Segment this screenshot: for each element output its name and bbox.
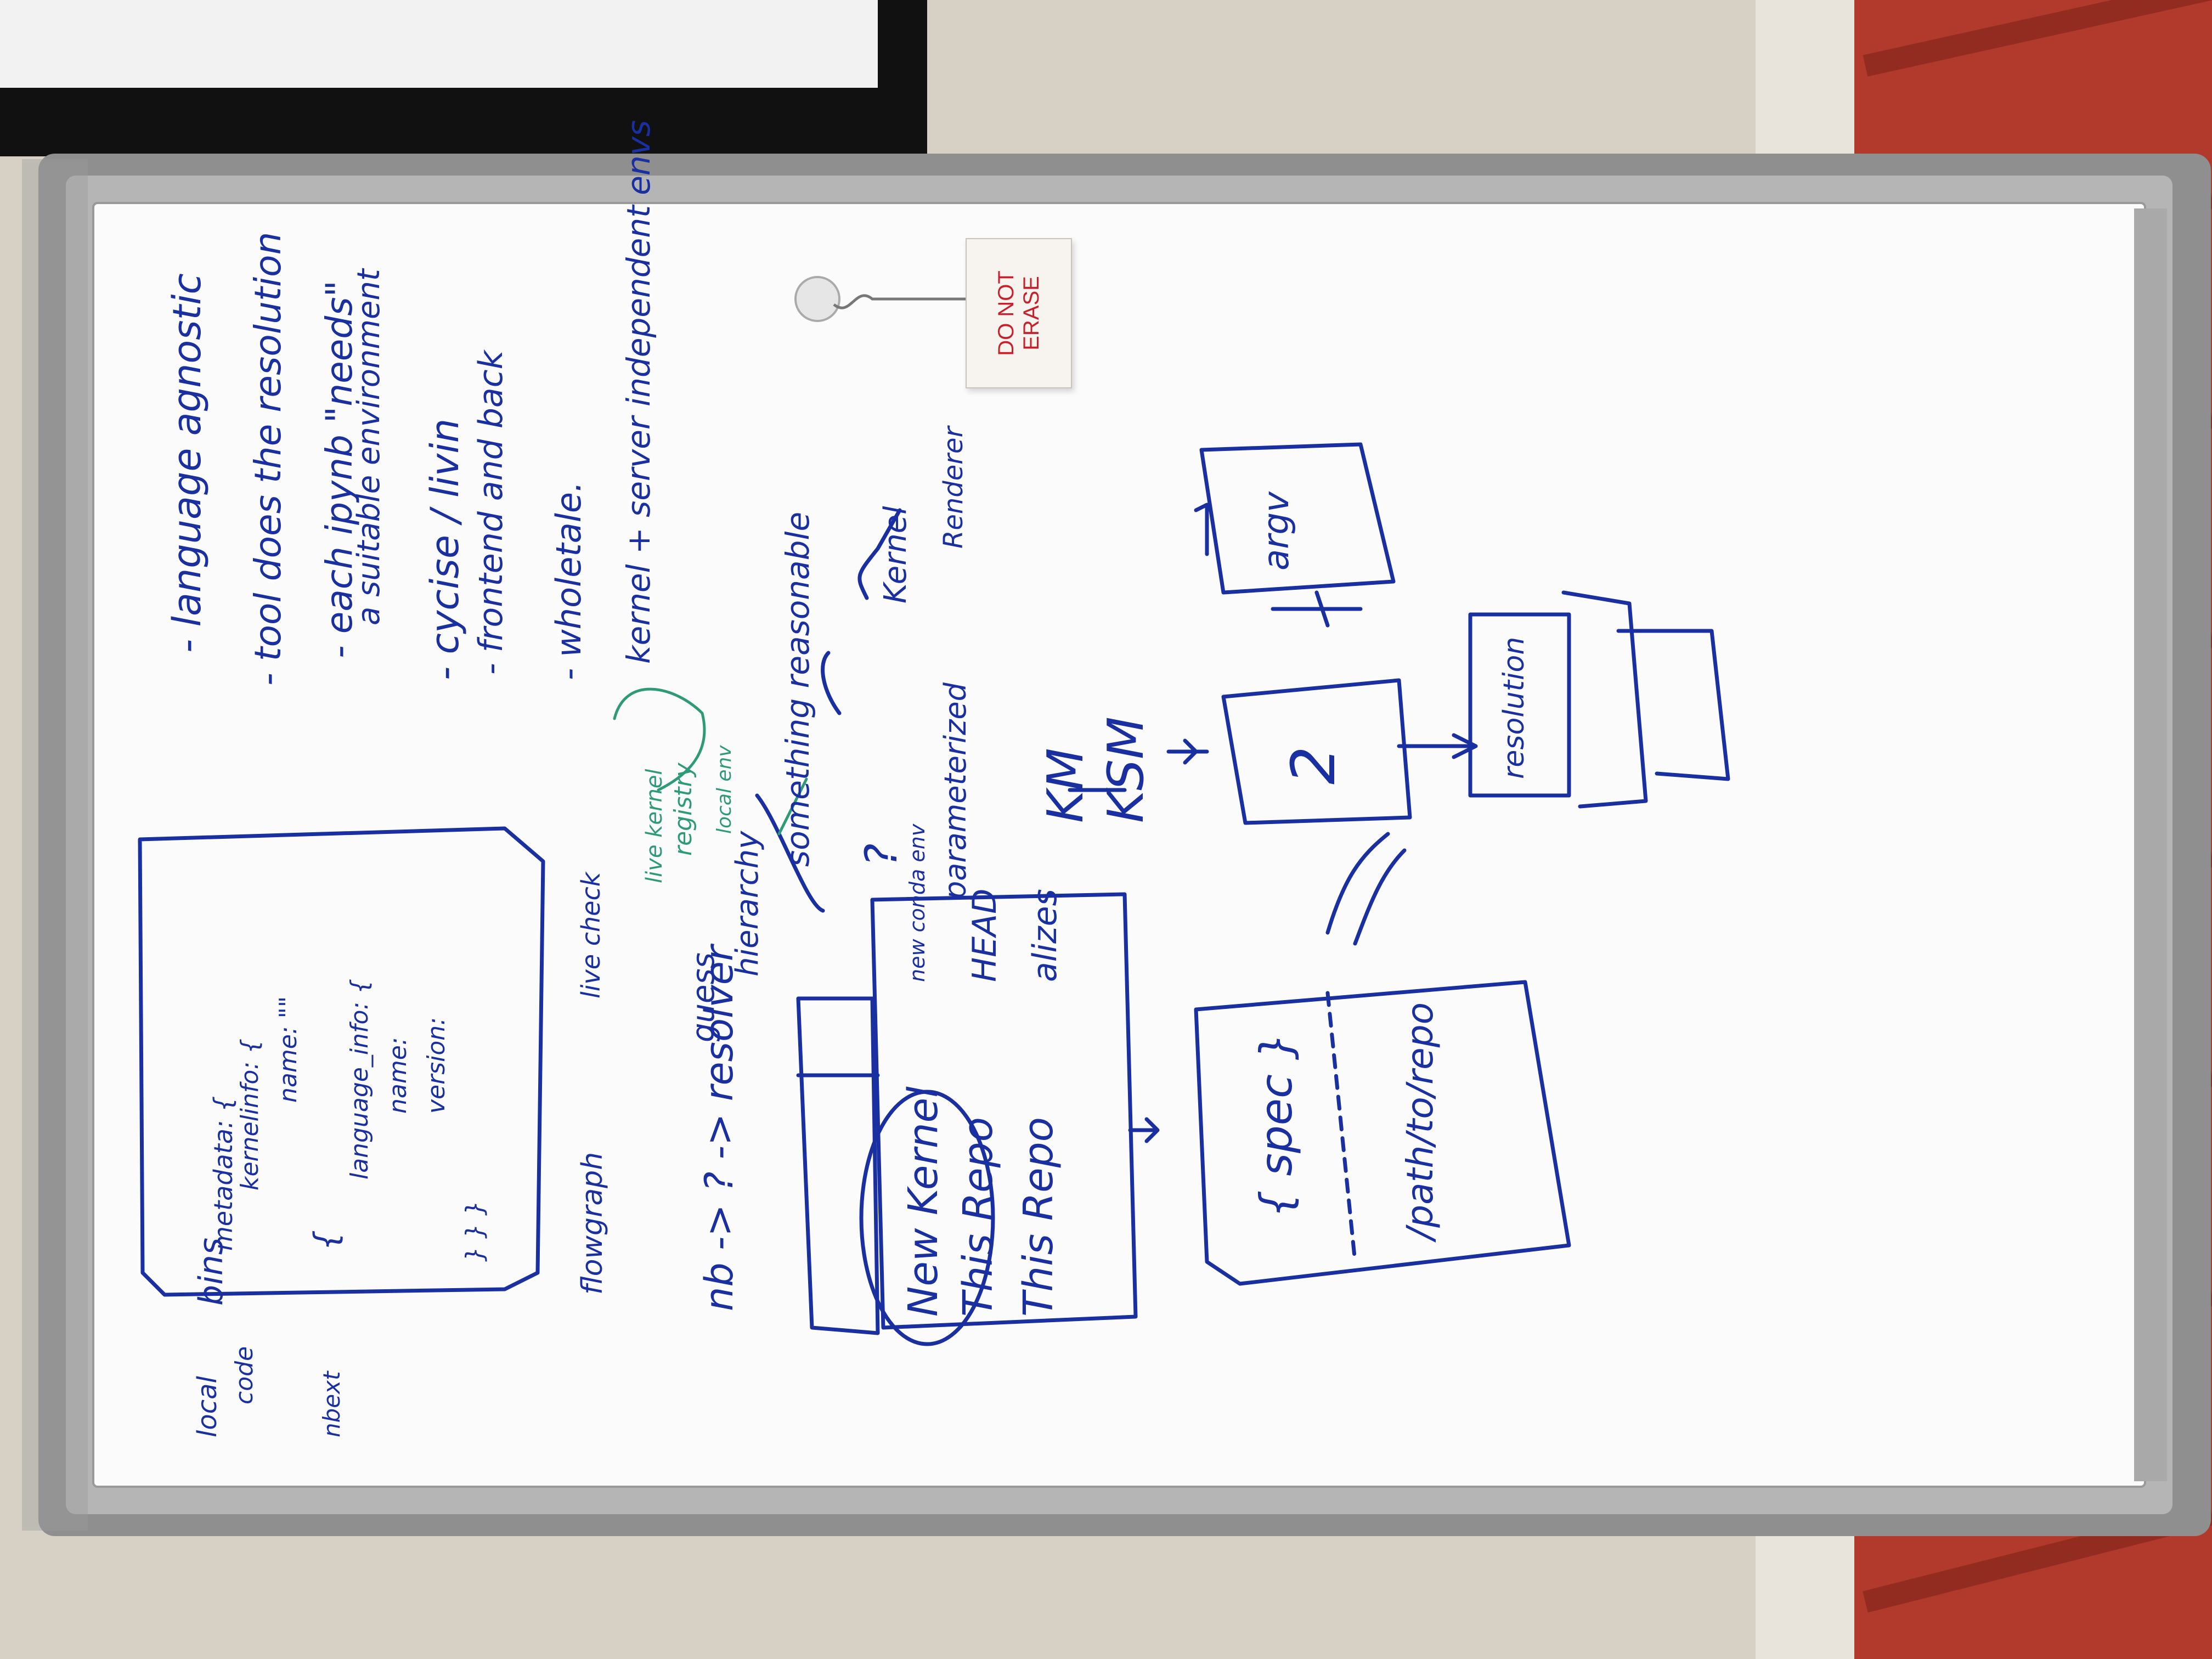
metadata-line-1: metadata: { — [208, 1096, 238, 1251]
label-live-kernel: live kernel — [642, 769, 667, 883]
menu-this-repo-1: This Repo — [955, 1117, 1002, 1317]
note-language-agnostic: - language agnostic — [165, 273, 210, 653]
label-registry: registry — [669, 763, 697, 856]
resolution-text: resolution — [1498, 636, 1531, 779]
margin-code: code — [230, 1346, 258, 1404]
label-live-check: live check — [576, 872, 606, 998]
question-mark: ? — [856, 843, 907, 867]
label-local-env: local env — [713, 745, 736, 834]
sign-text: DO NOT ERASE — [994, 270, 1044, 356]
do-not-erase-sign: DO NOT ERASE — [966, 238, 1072, 388]
box-two: 2 — [1278, 746, 1348, 785]
metadata-line-5: name: — [384, 1037, 412, 1114]
argv-text: argv — [1256, 491, 1297, 571]
menu-alizes: alizes — [1026, 889, 1064, 982]
metadata-line-4: language_info: { — [346, 978, 374, 1180]
label-flowgraph: flowgraph — [576, 1152, 609, 1295]
menu-new-kernel: New Kernel — [900, 1086, 947, 1317]
metadata-line-3: name: "" — [274, 996, 302, 1103]
note-tool-resolution: - tool does the resolution — [247, 232, 289, 686]
label-km: KM — [1037, 748, 1094, 823]
note-cycise: - cycise / livin — [422, 418, 467, 680]
margin-local: local — [192, 1376, 223, 1437]
label-nb-resolver: nb -> ? -> resolver — [697, 945, 742, 1311]
note-kernel-server: kernel + server independent envs — [620, 120, 657, 664]
sign-line-1: DO NOT — [994, 270, 1018, 356]
metadata-line-2: kernelinfo: { — [236, 1038, 264, 1190]
spec-text: { spec } — [1251, 1032, 1302, 1218]
label-something-reasonable: something reasonable — [779, 511, 816, 867]
note-suitable-environment: a suitable environment — [351, 269, 387, 625]
metadata-line-7: } } } — [461, 1200, 489, 1262]
spec-path: /path/to/repo — [1399, 1002, 1441, 1240]
label-ksm: KSM — [1097, 716, 1155, 823]
menu-new-conda-env: new conda env — [905, 823, 929, 982]
note-frontend-back: - frontend and back — [472, 350, 510, 675]
metadata-line-6: version: — [422, 1017, 450, 1114]
margin-bins: bins — [192, 1237, 230, 1306]
label-parameterized: parameterized — [938, 682, 973, 900]
sign-line-2: ERASE — [1019, 276, 1043, 351]
note-wholetale: - wholetale. — [549, 481, 589, 680]
label-kernel-side: Kernel — [878, 506, 913, 603]
margin-nbext: nbext — [318, 1371, 345, 1437]
margin-brace: { — [307, 1229, 346, 1251]
menu-this-repo-2: This Repo — [1015, 1117, 1062, 1317]
label-renderer: Renderer — [938, 426, 969, 549]
menu-head: HEAD — [966, 888, 1004, 982]
